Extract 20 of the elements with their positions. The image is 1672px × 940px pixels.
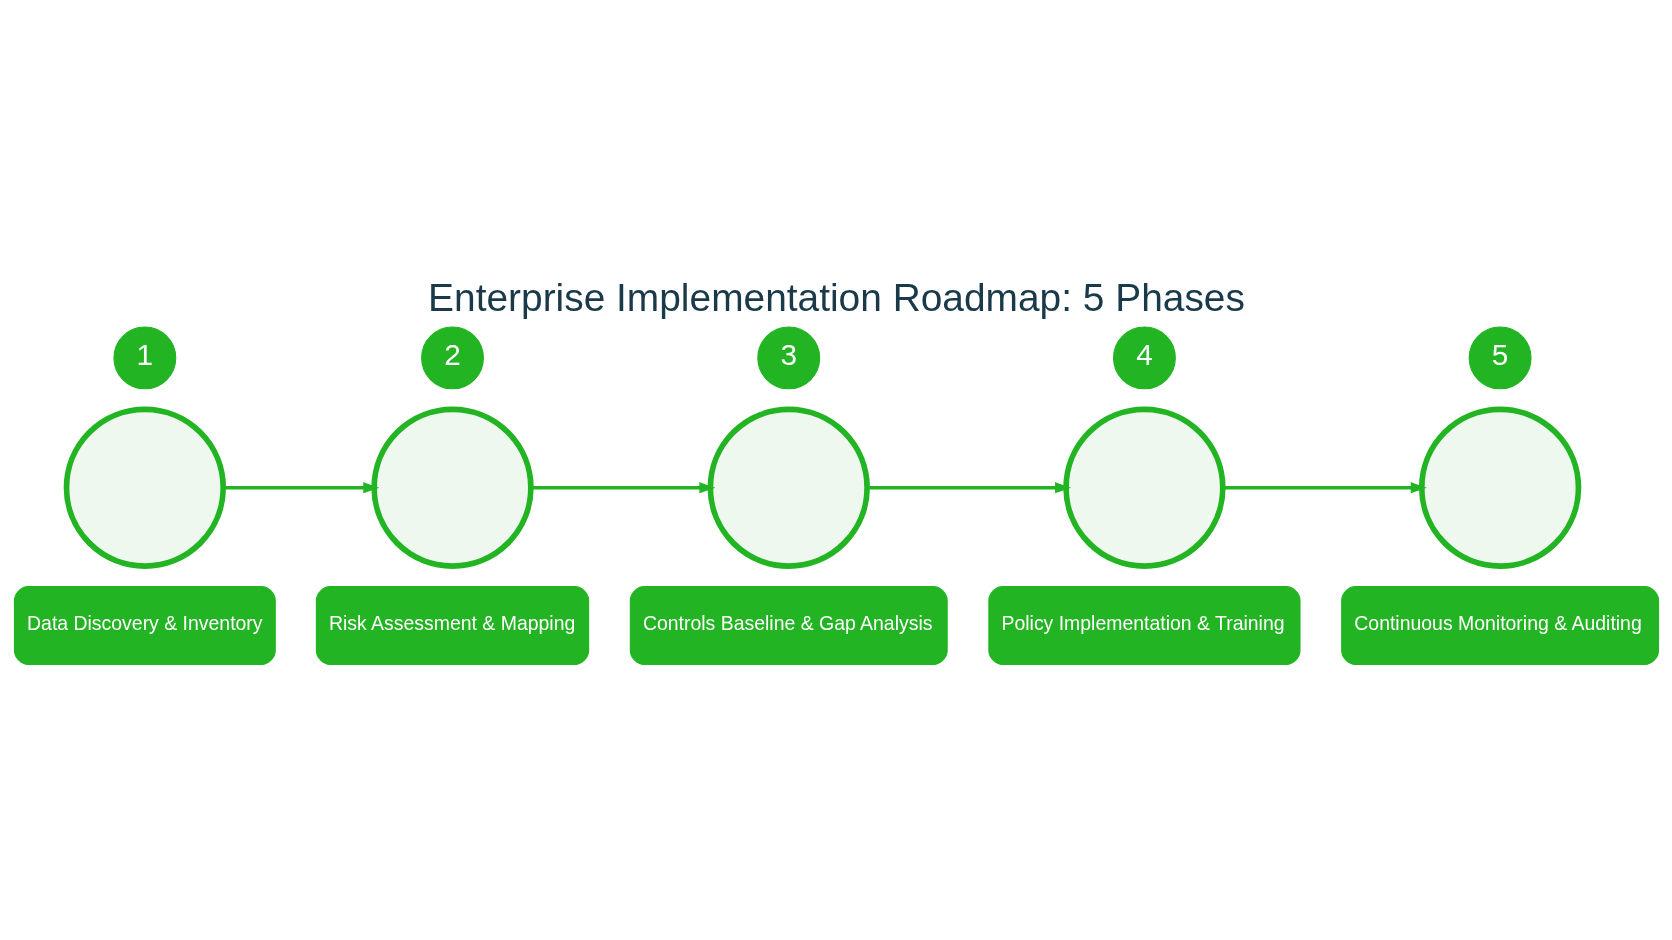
node-circle: 1 [112,326,176,390]
diagram-title: Enterprise Implementation Roadmap: 5 Phases [427,276,1245,320]
node-circle [1418,406,1581,569]
node-box: Controls Baseline & Gap Analysis [629,586,948,665]
node-circle [63,406,226,569]
node-box: Policy Implementation & Training [987,586,1301,665]
arrow [530,482,715,494]
arrow [866,482,1071,494]
node-circle [370,406,534,569]
node-circle: 4 [1112,326,1176,390]
node-circle: 5 [1468,326,1532,390]
arrow [222,482,379,494]
node-circle [1062,406,1226,569]
arrow [1222,482,1427,494]
node-box: Data Discovery & Inventory [13,586,276,665]
node-box: Risk Assessment & Mapping [315,586,589,665]
node-circle: 3 [756,326,820,390]
node-circle [707,406,870,569]
node-box: Continuous Monitoring & Auditing [1340,586,1659,665]
node-circle: 2 [420,326,484,390]
